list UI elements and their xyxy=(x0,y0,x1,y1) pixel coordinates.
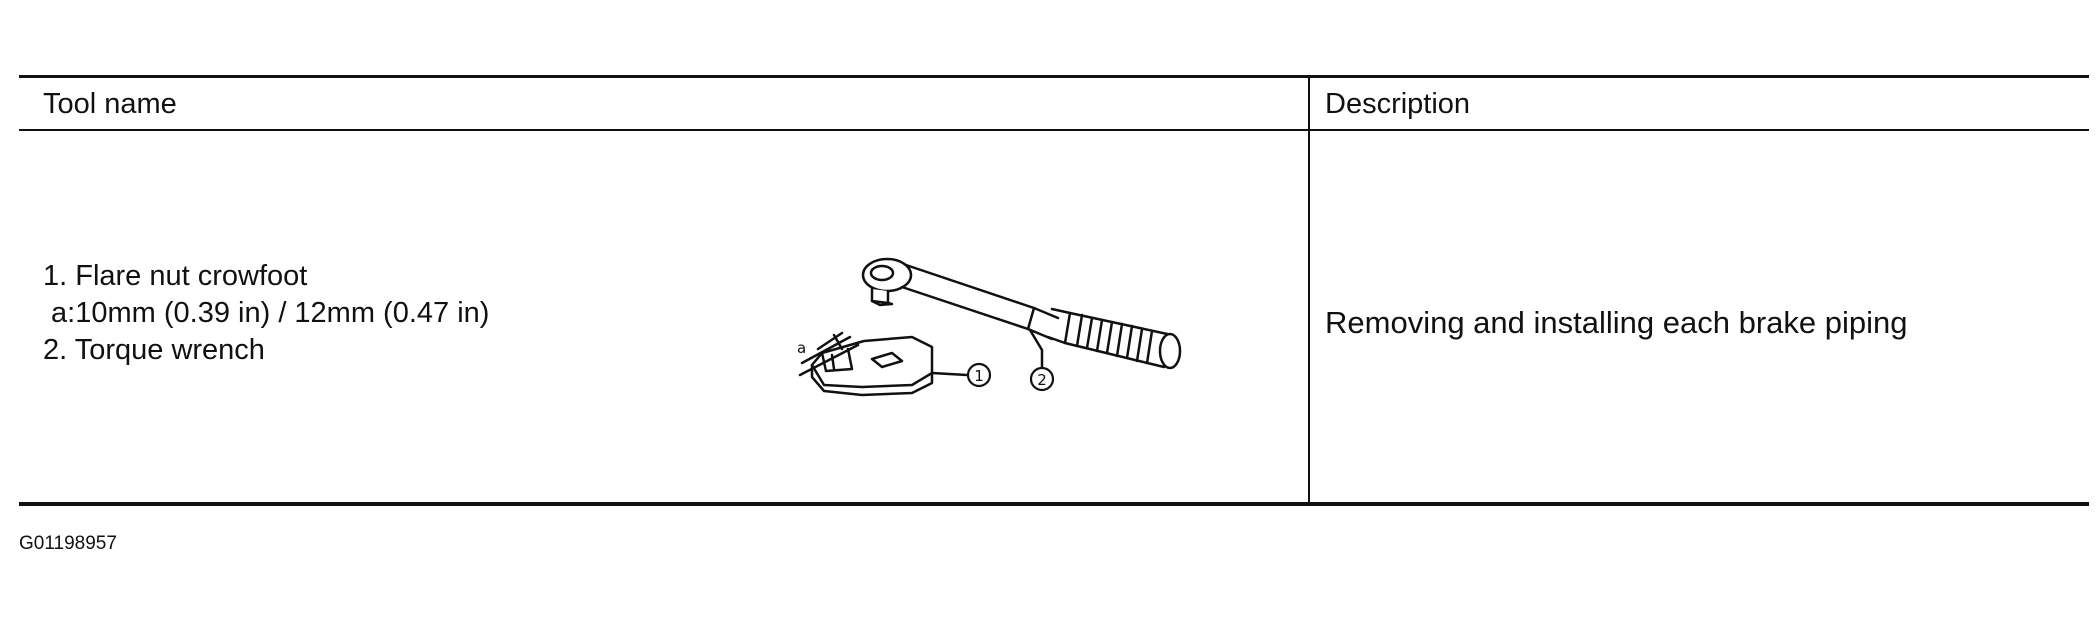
tool-line-crowfoot: 1. Flare nut crowfoot xyxy=(43,260,308,292)
table-bottom-rule xyxy=(19,502,2089,506)
figure-code: G01198957 xyxy=(19,533,117,554)
callout-2: 2 xyxy=(1029,366,1055,392)
tool-line-size: a:10mm (0.39 in) / 12mm (0.47 in) xyxy=(43,297,490,329)
table-header-rule xyxy=(19,129,2089,131)
callout-1-text: 1 xyxy=(974,367,984,385)
tool-name-cell: 1. Flare nut crowfoot a:10mm (0.39 in) /… xyxy=(43,258,489,369)
callout-1: 1 xyxy=(966,362,992,388)
dimension-a-label: a xyxy=(797,339,806,357)
callout-2-text: 2 xyxy=(1037,371,1047,389)
torque-wrench-drawing xyxy=(861,257,1182,370)
tool-line-torque-wrench: 2. Torque wrench xyxy=(43,334,265,366)
header-description: Description xyxy=(1325,88,1471,120)
header-tool-name: Tool name xyxy=(43,88,177,120)
table-column-divider xyxy=(1308,77,1310,503)
tool-illustration: a 1 2 xyxy=(797,257,1182,397)
table-top-rule xyxy=(19,75,2089,78)
description-cell: Removing and installing each brake pipin… xyxy=(1325,305,1908,340)
flare-nut-crowfoot-drawing xyxy=(798,331,969,397)
dimension-a-text: a xyxy=(797,339,806,357)
